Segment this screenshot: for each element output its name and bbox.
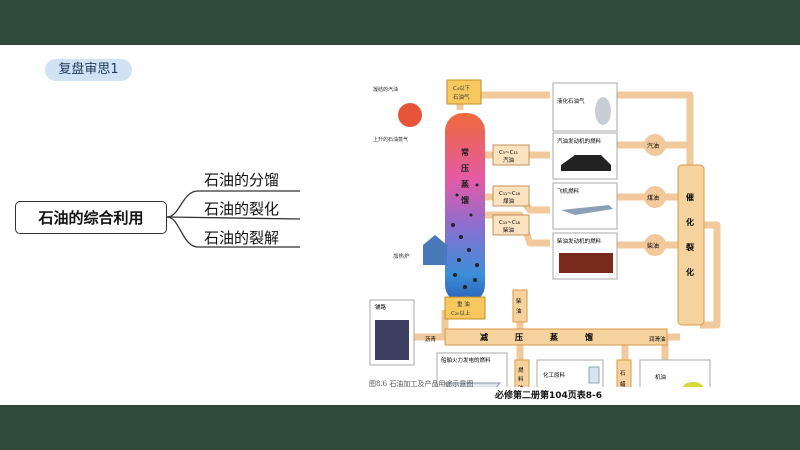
distillation-tower: [445, 113, 485, 303]
tower-dots: [451, 183, 479, 289]
svg-text:C₂₀以上: C₂₀以上: [451, 309, 471, 317]
label-rising-vapor: 上升的石油蒸气: [373, 136, 408, 143]
vapor-icon: [398, 103, 422, 127]
svg-text:蒸: 蒸: [550, 332, 558, 342]
gas-cylinder-icon: [595, 97, 611, 125]
branch-distillation: 石油的分馏: [204, 171, 280, 189]
svg-text:C₄以下: C₄以下: [453, 85, 471, 92]
heavy-oil-box: [444, 296, 486, 320]
plane-icon: [561, 205, 613, 215]
car-icon: [561, 155, 611, 171]
label-asphalt: 沥青: [425, 335, 437, 343]
svg-text:飞机燃料: 飞机燃料: [557, 187, 580, 195]
label-gasoline: 汽油: [647, 142, 659, 150]
svg-text:馏: 馏: [585, 332, 593, 342]
svg-text:蜡: 蜡: [620, 380, 626, 387]
svg-text:裂: 裂: [685, 242, 694, 252]
svg-text:汽油发动机的燃料: 汽油发动机的燃料: [557, 137, 602, 145]
gasoline-fraction: [492, 144, 530, 166]
label-fuel-oil: 燃: [518, 366, 524, 374]
svg-text:柴油: 柴油: [503, 226, 515, 234]
section-tag: 复盘审思1: [45, 59, 132, 81]
svg-text:C₁₅~C₁₈: C₁₅~C₁₈: [499, 220, 521, 226]
kerosene-fraction: [492, 185, 530, 207]
tower-label-1: 常: [461, 147, 469, 157]
svg-text:压: 压: [515, 333, 523, 342]
svg-text:C₅~C₁₁: C₅~C₁₁: [499, 150, 518, 156]
diesel-fraction: [492, 214, 530, 236]
svg-text:料: 料: [518, 375, 524, 383]
slide: 复盘审思1 石油的综合利用 石油的分馏 石油的裂化 石油的裂解: [0, 45, 800, 405]
ship-box: [436, 352, 508, 387]
svg-text:催: 催: [686, 192, 694, 202]
label-paraffin: 石: [620, 370, 626, 377]
mindmap-connectors: [166, 190, 301, 248]
svg-text:液化石油气: 液化石油气: [557, 97, 585, 105]
train-icon: [559, 253, 613, 273]
vacuum-distillation-bar: [444, 328, 668, 346]
petroleum-process-diagram: 常 压 蒸 馏 C₄以下 石油气 重 油 C₂₀以上 C₅~C₁₁ 汽油 C₁₁…: [369, 79, 721, 387]
branch-cracking: 石油的裂化: [204, 200, 280, 218]
label-kerosene: 煤油: [647, 194, 659, 202]
svg-text:柴油发动机的燃料: 柴油发动机的燃料: [557, 237, 602, 245]
svg-text:煤油: 煤油: [503, 197, 515, 205]
svg-text:船舶火力发电的燃料: 船舶火力发电的燃料: [441, 356, 491, 364]
svg-text:油: 油: [516, 307, 522, 315]
svg-text:减: 减: [480, 332, 488, 342]
svg-text:化: 化: [686, 217, 694, 227]
oil-pour-icon: [683, 382, 703, 387]
svg-text:重 油: 重 油: [457, 300, 470, 308]
tower-label-4: 馏: [461, 195, 469, 205]
svg-text:化: 化: [686, 267, 694, 277]
svg-text:机油: 机油: [655, 373, 667, 381]
catalytic-column: [677, 164, 705, 326]
tower-label-2: 压: [461, 164, 469, 173]
svg-text:化工原料: 化工原料: [543, 371, 566, 379]
svg-text:铺路: 铺路: [375, 303, 387, 311]
engine-oil-box: [639, 359, 711, 387]
label-diesel: 柴油: [647, 242, 659, 250]
textbook-reference: 必修第二册第104页表8-6: [495, 391, 603, 401]
furnace-icon: [423, 235, 447, 265]
svg-text:油: 油: [518, 384, 524, 387]
branch-pyrolysis: 石油的裂解: [204, 229, 280, 247]
ship-icon: [444, 382, 502, 387]
label-furnace: 加热炉: [393, 252, 410, 260]
road-icon: [375, 320, 409, 360]
label-lube: 润滑油: [649, 335, 666, 343]
svg-text:石油气: 石油气: [453, 93, 470, 101]
svg-text:C₁₁~C₁₆: C₁₁~C₁₆: [499, 191, 521, 197]
figure-caption: 图8.6 石油加工及产品用途示意图: [369, 380, 474, 388]
svg-text:汽油: 汽油: [503, 156, 515, 164]
mindmap-root: 石油的综合利用: [15, 201, 167, 234]
tower-label-3: 蒸: [461, 179, 469, 189]
label-diesel-v: 柴: [516, 297, 522, 305]
label-condensed-gas: 凝结的汽油: [373, 86, 398, 93]
top-gas-box: [446, 79, 482, 105]
